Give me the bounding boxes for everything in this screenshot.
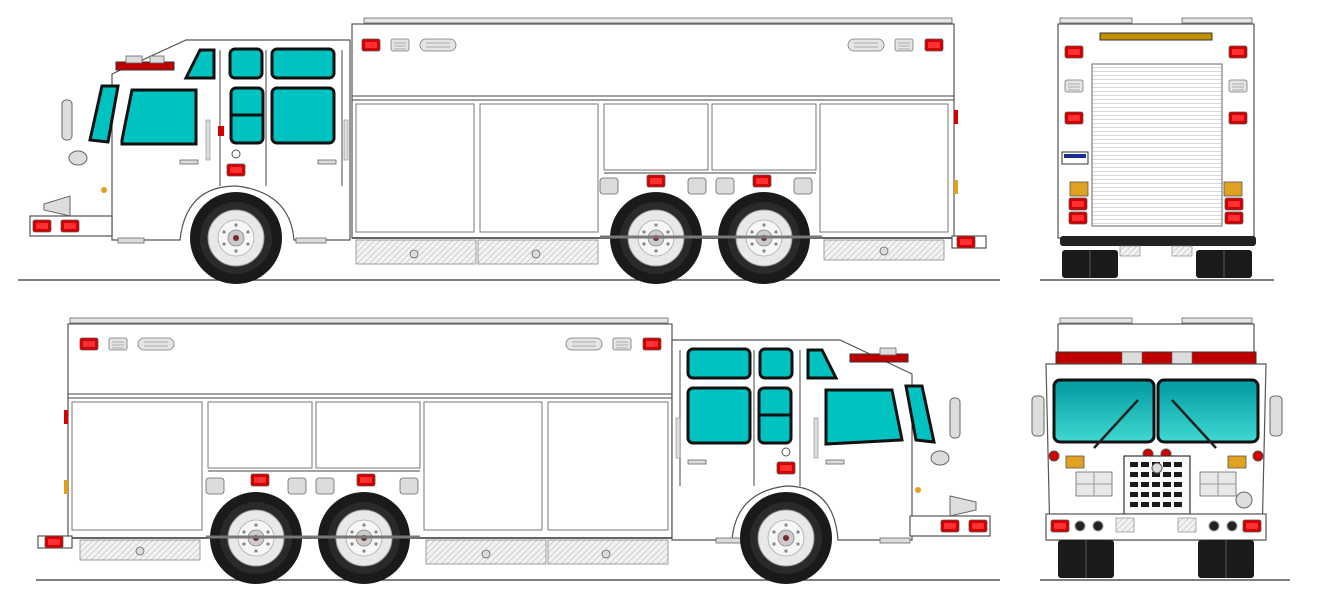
roof-rail (363, 17, 953, 24)
compartment-door (819, 103, 949, 233)
windshield-left (1052, 378, 1156, 444)
marker-light-red (226, 163, 246, 177)
cab-window-front (120, 88, 198, 146)
truck-left-side-view (18, 17, 1000, 285)
step-diamond-plate (477, 239, 599, 265)
marker-light-red (646, 174, 666, 188)
compartment-door (207, 401, 313, 469)
compartment-door (711, 103, 817, 171)
front-light-bar (1055, 351, 1257, 365)
cab-window (183, 48, 216, 80)
compartment-door (71, 401, 203, 531)
compartment-door (479, 103, 599, 233)
warning-light-red (361, 38, 381, 52)
side-mirror (61, 99, 73, 141)
roof-lightbar (115, 61, 175, 71)
compartment-door (603, 103, 709, 171)
compartment-door (547, 401, 669, 531)
wiper (1093, 399, 1139, 449)
cab-window (270, 47, 336, 80)
scene-light (894, 38, 914, 52)
windshield (88, 84, 120, 144)
windshield-right (1156, 378, 1260, 444)
rear-bumper (1060, 236, 1256, 246)
roll-up-door (1091, 63, 1223, 227)
cab-window (228, 47, 264, 80)
truck-front-view (1031, 317, 1290, 581)
scene-light-oval (847, 38, 885, 52)
compartment-door (315, 401, 421, 469)
tail-light (956, 235, 976, 249)
wiper (1171, 399, 1217, 449)
warning-light-red (924, 38, 944, 52)
scene-light-oval (419, 38, 457, 52)
siren-speaker (43, 195, 71, 217)
truck-right-side-view (36, 317, 1000, 585)
siren-speaker (1235, 491, 1253, 509)
marker-light-red (752, 174, 772, 188)
compartment-door (423, 401, 543, 531)
scene-light (390, 38, 410, 52)
rear-light-bar (1099, 32, 1213, 41)
compartment-door (355, 103, 475, 233)
front-wheel (189, 191, 283, 285)
truck-rear-view (1040, 17, 1274, 281)
cab-window (270, 86, 336, 145)
